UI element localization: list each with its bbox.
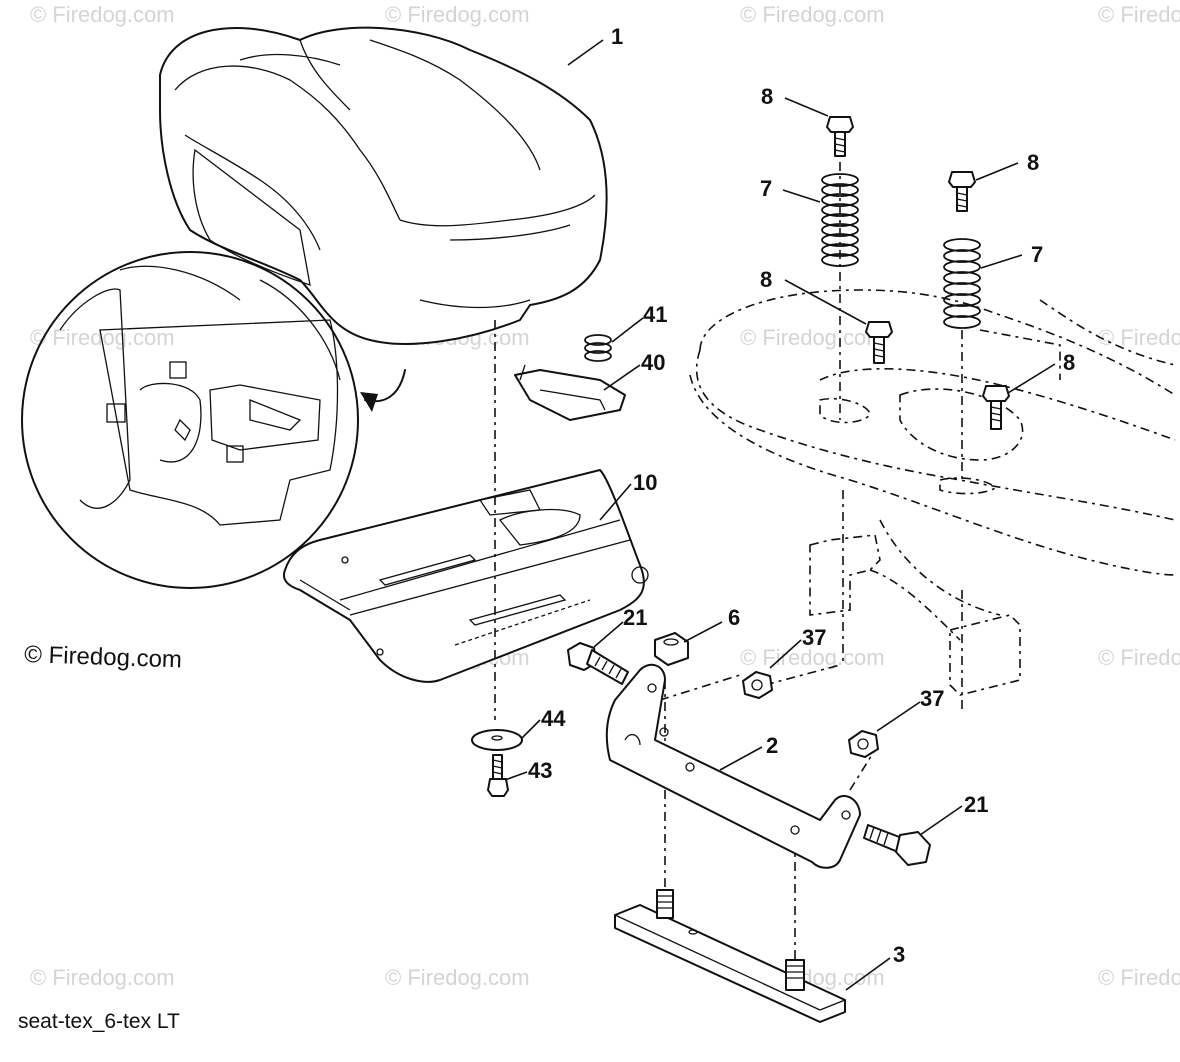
inset-detail-circle	[21, 251, 406, 589]
nut-part-37	[848, 730, 879, 758]
mower-deck-outline	[689, 289, 1176, 696]
bolt-part-21	[863, 824, 931, 866]
callout-8: 8	[1063, 350, 1075, 375]
seat-part-1	[159, 26, 608, 345]
spring-part-41	[584, 334, 612, 362]
callout-8: 8	[1027, 150, 1039, 175]
callout-40: 40	[641, 350, 665, 375]
watermark: © Firedog.com	[1098, 2, 1180, 27]
bolt-part-21	[567, 642, 629, 685]
callout-leaders	[504, 39, 1056, 991]
callout-6: 6	[728, 605, 740, 630]
callout-labels: 1 8 8 7 7 8 8 41 40 10 6 21 37 37 44 43 …	[528, 24, 1075, 967]
bolt-part-8	[948, 171, 976, 212]
washer-part-44	[471, 729, 523, 751]
watermark: © Firedog.com	[1098, 325, 1180, 350]
callout-21: 21	[623, 605, 647, 630]
watermark: © Firedog.com	[30, 2, 175, 27]
bracket-part-2	[605, 663, 861, 869]
callout-2: 2	[766, 733, 778, 758]
callout-1: 1	[611, 24, 623, 49]
callout-37: 37	[920, 686, 944, 711]
callout-41: 41	[643, 302, 667, 327]
callout-8: 8	[760, 267, 772, 292]
watermark: © Firedog.com	[385, 2, 530, 27]
watermark: © Firedog.com	[740, 325, 885, 350]
watermark: © Firedog.com	[385, 965, 530, 990]
watermark: © Firedog.com	[30, 325, 175, 350]
clip-part-40	[514, 364, 626, 421]
callout-44: 44	[541, 706, 566, 731]
watermark: © Firedog.com	[740, 645, 885, 670]
nut-part-6	[654, 632, 689, 666]
copyright-notice: © Firedog.com	[24, 641, 183, 673]
spring-part-7	[943, 238, 981, 329]
callout-8: 8	[761, 84, 773, 109]
callout-7: 7	[1031, 242, 1043, 267]
plate-part-3	[614, 889, 846, 1023]
bolt-part-8	[865, 321, 893, 364]
watermark: © Firedog.com	[740, 2, 885, 27]
watermark: © Firedog.com	[1098, 645, 1180, 670]
nut-part-37	[742, 671, 773, 699]
bolt-part-43	[487, 754, 509, 797]
callout-3: 3	[893, 942, 905, 967]
seat-pan-part-10	[282, 469, 649, 683]
callout-10: 10	[633, 470, 657, 495]
diagram-caption: seat-tex_6-tex LT	[18, 1010, 180, 1033]
watermark: © Firedog.com	[30, 965, 175, 990]
callout-43: 43	[528, 758, 552, 783]
bolt-part-8	[982, 385, 1010, 430]
callout-37: 37	[802, 625, 826, 650]
spring-part-7	[821, 173, 859, 267]
callout-7: 7	[760, 176, 772, 201]
callout-21: 21	[964, 792, 988, 817]
watermark: © Firedog.com	[1098, 965, 1180, 990]
bolt-part-8	[826, 116, 854, 157]
